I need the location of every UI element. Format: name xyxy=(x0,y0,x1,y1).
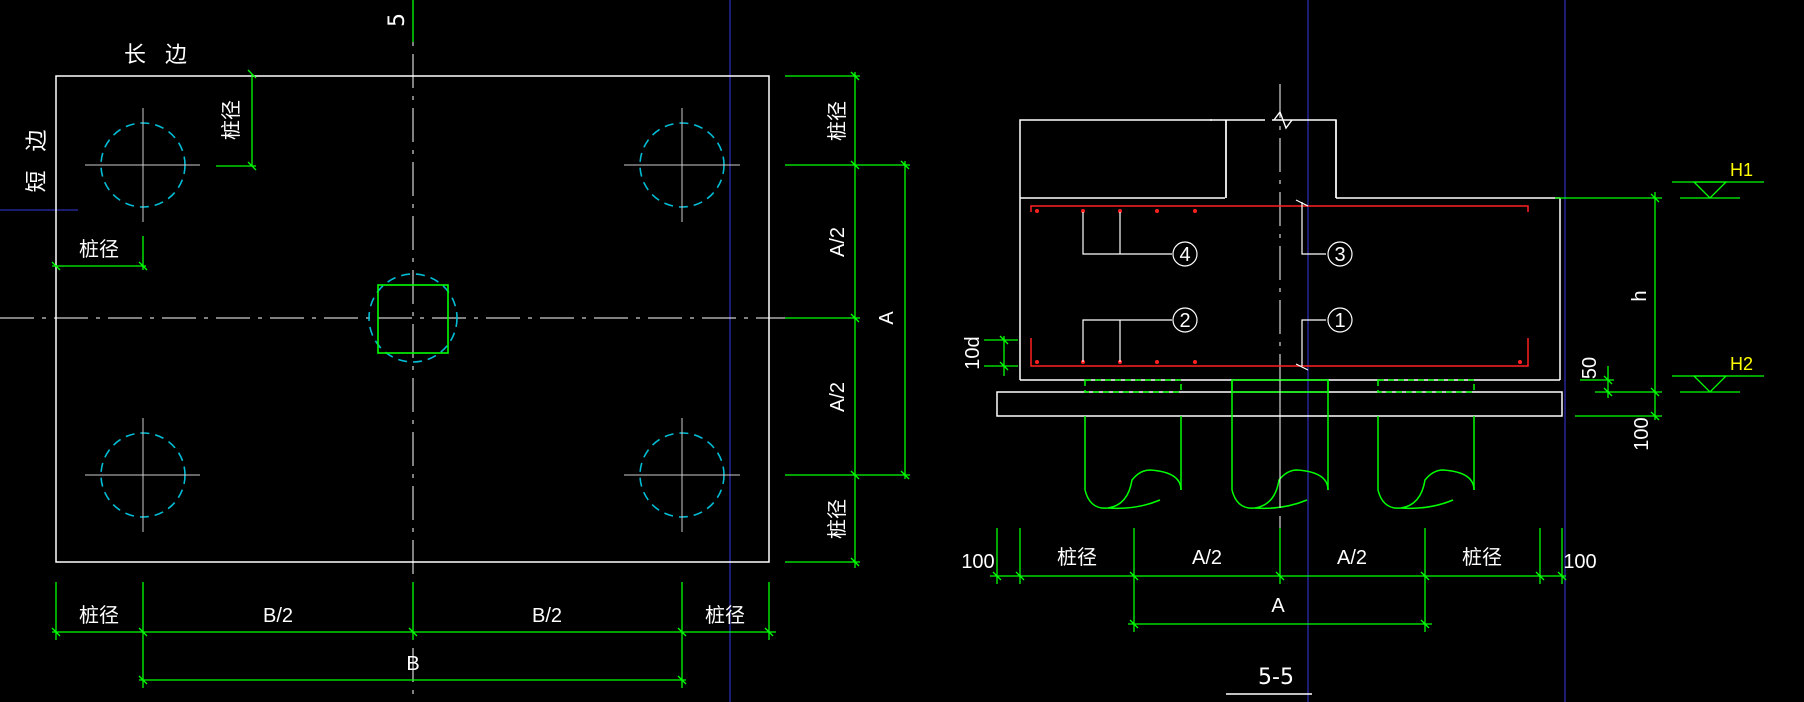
plan-dim-right-half-a-top: A/2 xyxy=(827,227,849,257)
rebar-marks xyxy=(1172,241,1353,333)
plan-dim-right-pile-top: 桩径 xyxy=(826,101,849,141)
plan-piles xyxy=(85,108,740,532)
plan-centerlines xyxy=(0,0,790,702)
pile-top-right xyxy=(624,108,740,222)
elevation-h2: H2 xyxy=(1730,354,1753,374)
column-break-symbol xyxy=(1273,110,1293,130)
rebar-leaders xyxy=(1082,199,1326,371)
section-dim-100-right-vert: 100 xyxy=(1631,417,1653,450)
plan-dim-bottom-half-b-left: B/2 xyxy=(263,605,293,627)
section-dim-100-left: 100 xyxy=(961,551,994,573)
rebar-mark-2-text: 2 xyxy=(1179,310,1190,332)
pile-bottom-right xyxy=(624,418,740,532)
pile-top-left xyxy=(85,108,200,222)
elevation-h1: H1 xyxy=(1730,160,1753,180)
axis-lines xyxy=(0,0,1566,702)
section-dim-100-right: 100 xyxy=(1563,551,1596,573)
long-side-label: 长 边 xyxy=(124,43,193,68)
rebar-mark-3-text: 3 xyxy=(1334,244,1345,266)
section-rebar-dots xyxy=(1035,209,1522,364)
plan-dim-bottom-pile-left: 桩径 xyxy=(79,604,119,627)
pile-bottom-left xyxy=(85,418,200,532)
section-view: 4 2 3 1 xyxy=(961,84,1764,695)
section-dim-10d: 10d xyxy=(962,336,984,369)
plan-dimensions xyxy=(51,69,910,688)
section-dim-50: 50 xyxy=(1579,357,1601,379)
short-side-label: 短 边 xyxy=(25,124,50,193)
section-dim-h: h xyxy=(1629,290,1651,301)
section-mark-top: 5 xyxy=(385,13,410,27)
pile-center xyxy=(368,273,458,363)
column-outline xyxy=(377,284,449,354)
plan-dim-pile-dia-top: 桩径 xyxy=(220,100,243,140)
section-dim-half-a-left: A/2 xyxy=(1192,547,1222,569)
plan-dim-pile-dia-left: 桩径 xyxy=(79,238,119,261)
plan-dim-right-half-a-bottom: A/2 xyxy=(827,382,849,412)
section-dim-pile-right: 桩径 xyxy=(1462,546,1502,569)
rebar-mark-3 xyxy=(1327,241,1353,267)
rebar-mark-1-text: 1 xyxy=(1334,310,1345,332)
elevation-markers xyxy=(1672,181,1764,393)
plan-dim-a: A xyxy=(876,311,898,325)
plan-dim-bottom-half-b-right: B/2 xyxy=(532,605,562,627)
rebar-mark-1 xyxy=(1327,307,1353,333)
rebar-mark-4-text: 4 xyxy=(1179,244,1190,266)
section-rebar xyxy=(1030,205,1529,367)
section-dim-half-a-right: A/2 xyxy=(1337,547,1367,569)
section-title: 5-5 xyxy=(1258,665,1294,690)
rebar-mark-4 xyxy=(1172,241,1198,267)
plan-dim-b: B xyxy=(406,653,419,675)
section-dimensions xyxy=(984,192,1662,632)
plan-dim-right-pile-bottom: 桩径 xyxy=(826,499,849,539)
plan-dim-bottom-pile-right: 桩径 xyxy=(705,604,745,627)
section-dim-pile-left: 桩径 xyxy=(1057,546,1097,569)
plan-view: 5 长 边 短 边 xyxy=(0,0,910,702)
section-dim-a: A xyxy=(1271,595,1285,617)
rebar-mark-2 xyxy=(1172,307,1198,333)
section-piles xyxy=(1084,379,1475,510)
